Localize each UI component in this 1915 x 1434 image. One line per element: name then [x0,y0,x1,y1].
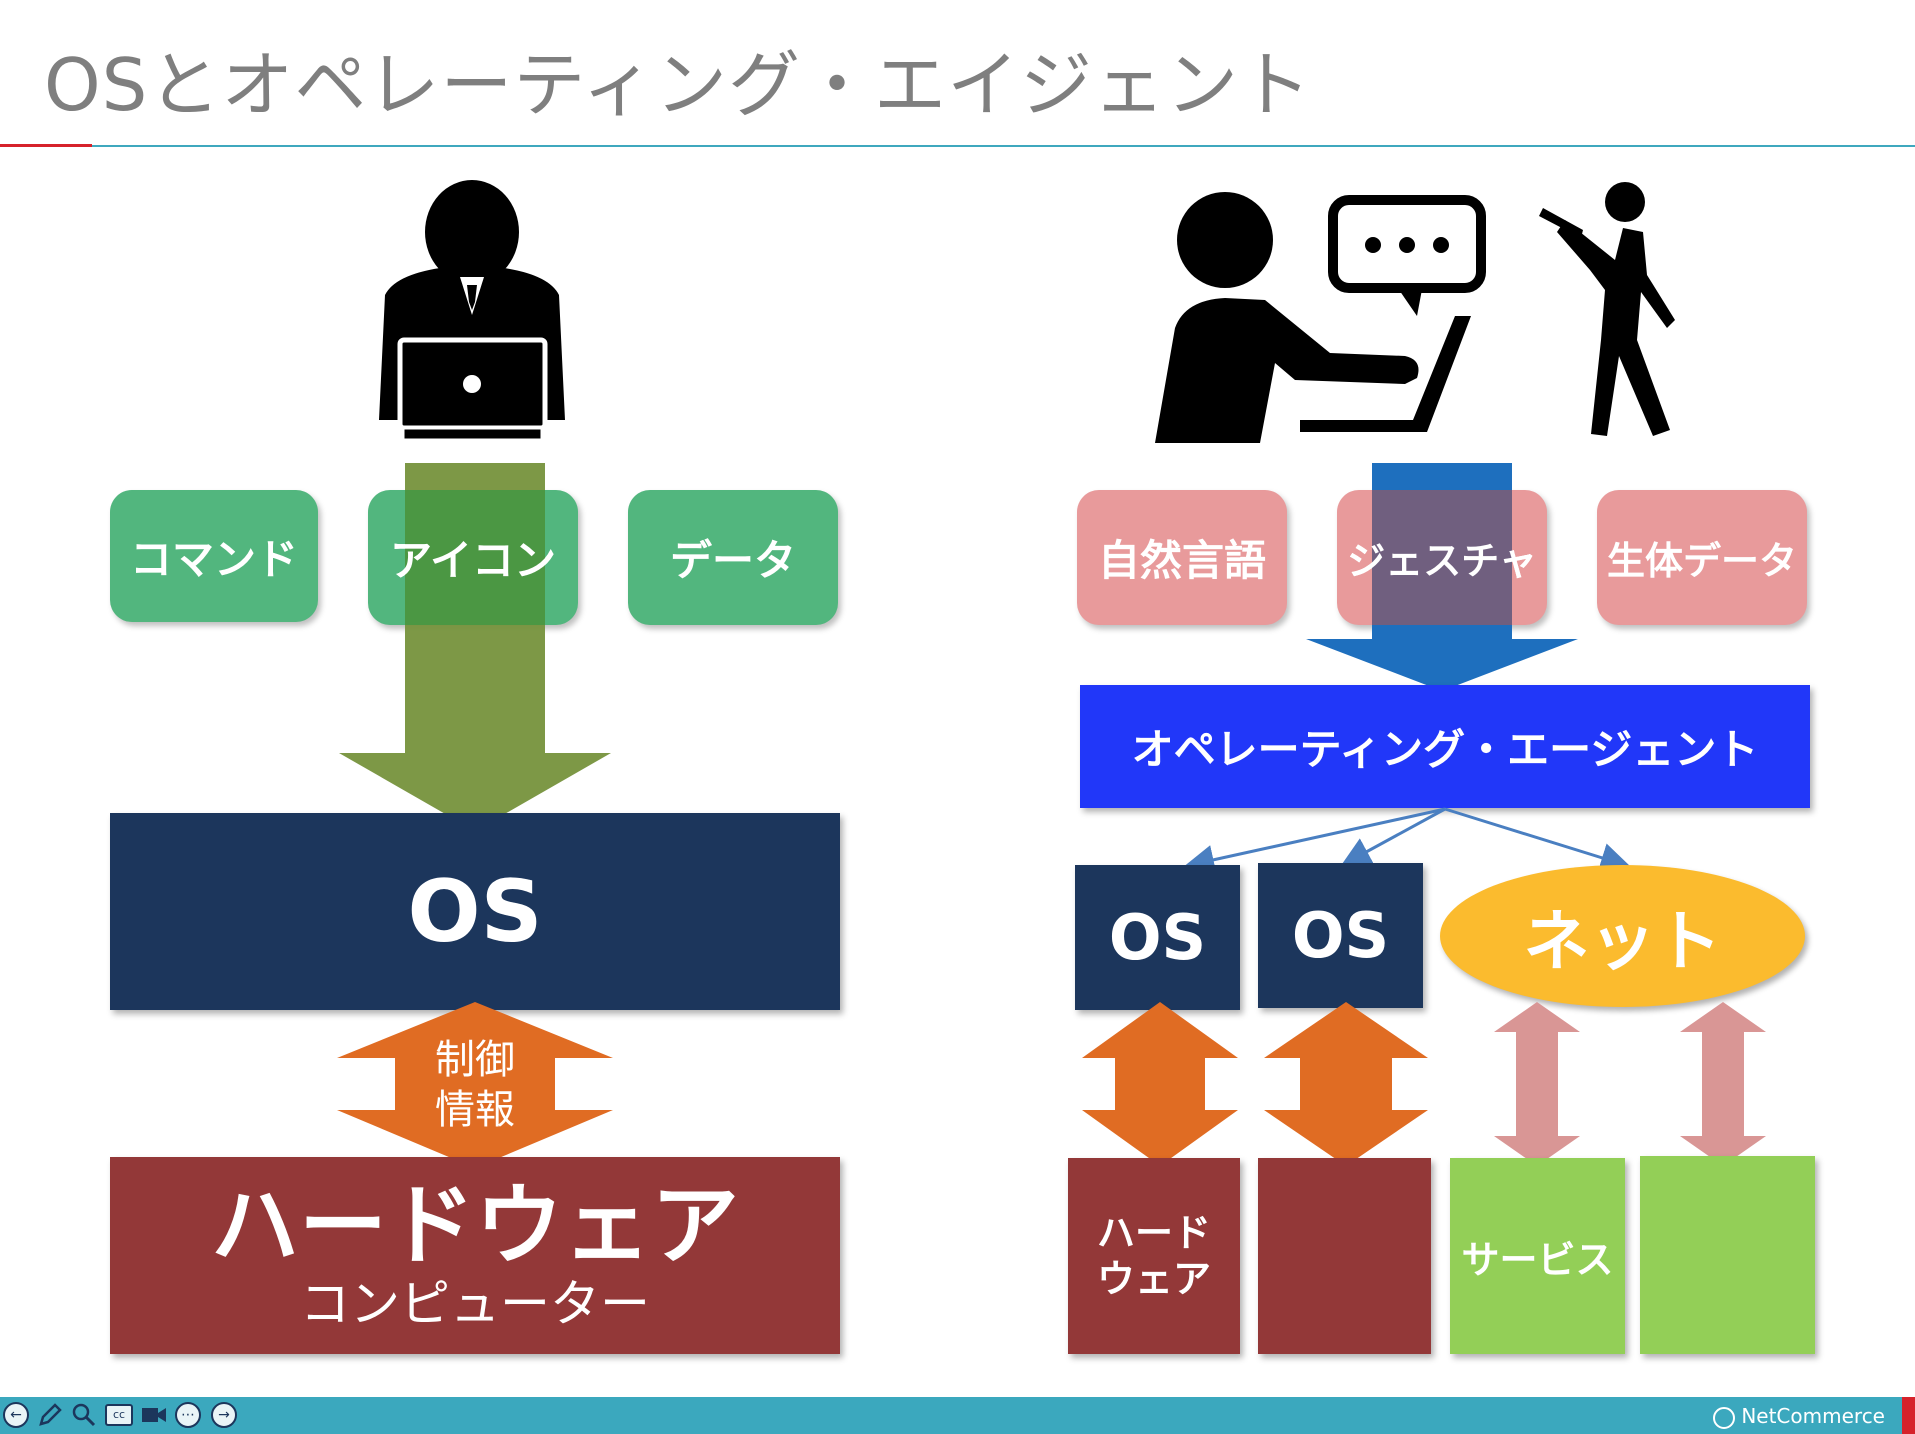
brand-logo-icon [1713,1406,1736,1429]
arrow-overlap-shade-right [1372,490,1512,625]
pill-icon-label-overlay: アイコン [390,536,556,585]
more-options-icon[interactable]: ⋯ [175,1402,201,1428]
hardware-box-small-2 [1258,1158,1431,1354]
pill-biometric-data: 生体データ [1597,490,1807,625]
pill-command: コマンド [110,490,318,622]
pill-gesture-label-overlay: ジェスチャ [1347,539,1537,583]
video-icon[interactable] [140,1402,168,1428]
footer-accent [1902,1397,1915,1434]
service-box-2 [1640,1156,1815,1354]
title-underline-accent [0,144,92,147]
next-slide-icon[interactable]: → [211,1402,237,1428]
bidirectional-arrow-icon-2 [1264,1002,1428,1166]
subtitles-icon[interactable]: cc [105,1404,133,1426]
hardware-box: ハードウェア コンピューター [110,1157,840,1354]
gesturing-person-icon [1539,182,1675,436]
pill-natural-language: 自然言語 [1077,490,1287,625]
os-box-1: OS [1075,865,1240,1010]
bidirectional-arrow-icon [337,1002,613,1168]
os-box: OS [110,813,840,1010]
arrow-overlap-shade [405,490,545,625]
control-info-label: 制御 情報 [435,1037,515,1133]
pill-data: データ [628,490,838,625]
person-with-laptop-icon [379,180,565,442]
bidirectional-arrow-icon-3 [1494,1002,1580,1166]
pen-icon[interactable] [37,1402,63,1428]
brand-logo: NetCommerce [1713,1402,1885,1430]
operating-agent-box: オペレーティング・エージェント [1080,685,1810,808]
hardware-box-small: ハード ウェア [1068,1158,1240,1354]
connector-arrows [1184,807,1631,870]
title-underline [92,145,1915,147]
bidirectional-arrow-icon-4 [1680,1002,1766,1166]
os-box-2: OS [1258,863,1423,1008]
previous-slide-icon[interactable]: ← [3,1402,29,1428]
bidirectional-arrow-icon-1 [1082,1002,1238,1166]
person-chat-computer-icon [1155,192,1486,443]
net-ellipse: ネット [1440,865,1805,1007]
presentation-footer-bar [0,1397,1915,1434]
zoom-icon[interactable] [71,1402,97,1428]
service-box: サービス [1450,1158,1625,1354]
slide-title: OSとオペレーティング・エイジェント [44,43,1313,127]
